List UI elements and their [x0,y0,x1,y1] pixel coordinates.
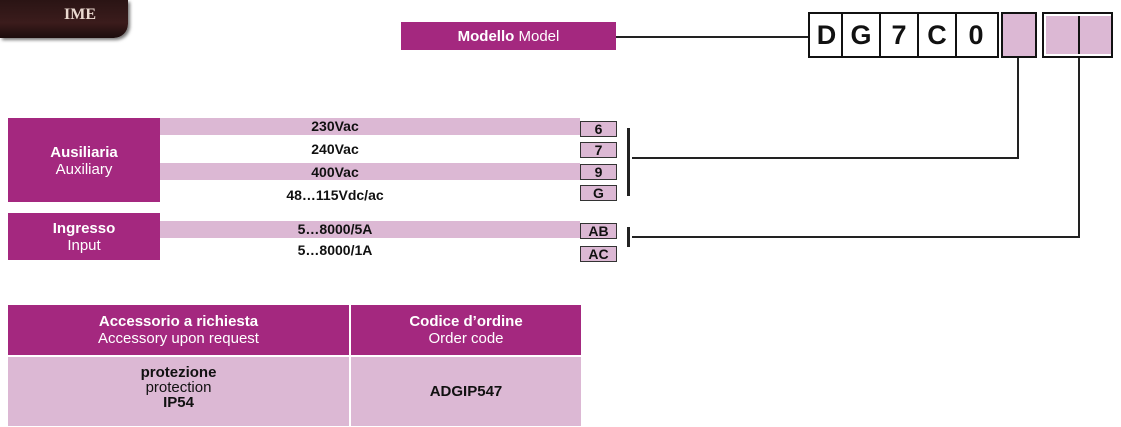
accessory-cell-col1: protezione protection IP54 [8,357,349,426]
auxiliary-label-en: Auxiliary [8,161,160,178]
auxiliary-value: 230Vac [160,118,510,134]
logo: IME [64,6,96,24]
model-code-char: D [812,14,843,56]
input-connector-horizontal [632,236,1080,238]
auxiliary-code: 9 [580,164,617,180]
input-value: 5…8000/5A [160,221,510,237]
input-code: AB [580,223,617,239]
auxiliary-value: 48…115Vdc/ac [160,187,510,203]
model-code-char: C [919,14,957,56]
aux-bracket [627,128,630,196]
model-code-char: G [843,14,881,56]
auxiliary-label: Ausiliaria Auxiliary [8,144,160,178]
auxiliary-value: 400Vac [160,164,510,180]
input-connector-vertical [1078,58,1080,238]
aux-connector-horizontal [632,157,1019,159]
input-value: 5…8000/1A [160,242,510,258]
auxiliary-code: 6 [580,121,617,137]
model-code-box: D G 7 C 0 [808,12,999,58]
input-label: Ingresso Input [8,220,160,254]
model-label-en: Model [518,28,559,45]
accessory-cell-col2: ADGIP547 [351,357,581,426]
product-image: IME [0,0,128,38]
model-code-char: 7 [881,14,919,56]
model-code-slot-input [1042,12,1113,58]
auxiliary-value: 240Vac [160,141,510,157]
input-label-it: Ingresso [8,220,160,237]
auxiliary-label-it: Ausiliaria [8,144,160,161]
model-label: Modello Model [401,22,616,50]
auxiliary-code: 7 [580,142,617,158]
input-bracket [627,227,630,247]
accessory-table: Accessorio a richiesta Accessory upon re… [8,305,581,426]
aux-connector-vertical [1017,58,1019,159]
accessory-header-col1: Accessorio a richiesta Accessory upon re… [8,305,349,355]
accessory-header-col2: Codice d’ordine Order code [351,305,581,355]
model-code-char: 0 [957,14,995,56]
model-code-slot-auxiliary [1001,12,1037,58]
auxiliary-code: G [580,185,617,201]
model-connector-line [616,36,808,38]
model-label-it: Modello [458,28,515,45]
input-code: AC [580,246,617,262]
input-label-en: Input [8,237,160,254]
